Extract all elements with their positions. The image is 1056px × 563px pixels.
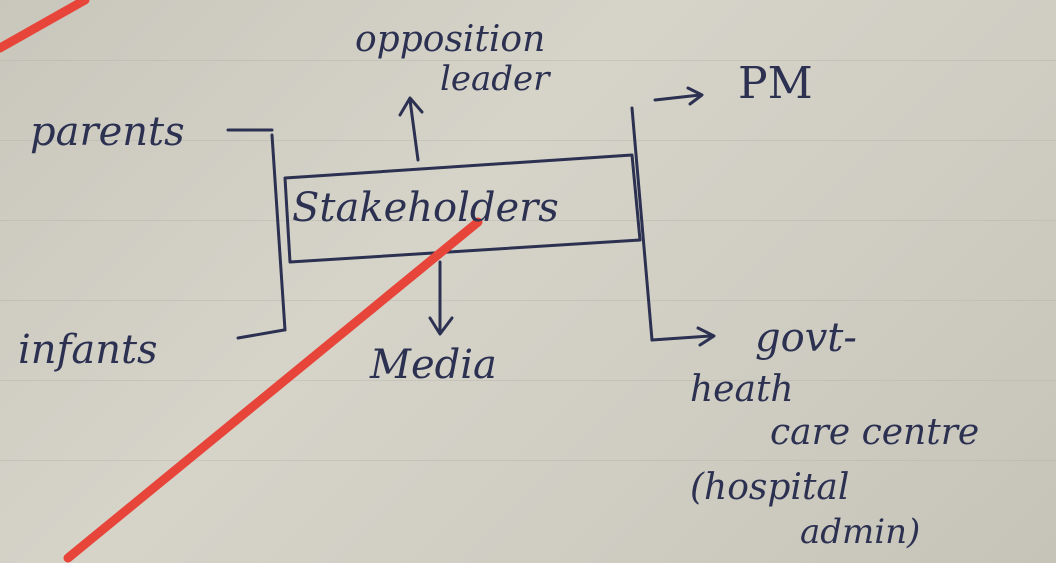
media-label: Media — [370, 342, 497, 388]
hospital-label: (hospital — [690, 467, 850, 508]
govt-arrow-head — [696, 326, 716, 347]
pm-label: PM — [738, 58, 813, 109]
ruled-line — [0, 220, 1056, 221]
admin-label: admin) — [800, 512, 921, 552]
stakeholders-label: Stakeholders — [292, 185, 559, 231]
strike-line-diagonal — [63, 217, 483, 563]
heath-label: heath — [690, 369, 794, 410]
pm-arrow-head — [686, 86, 704, 106]
ruled-line — [0, 60, 1056, 61]
infants-label: infants — [18, 327, 158, 373]
care-centre-label: care centre — [770, 412, 980, 453]
left-bracket-line — [270, 133, 287, 332]
ruled-line — [0, 460, 1056, 461]
up-arrow-line — [408, 98, 420, 162]
strike-line-top — [0, 0, 90, 53]
ruled-line — [0, 300, 1056, 301]
opposition-label-line2: leader — [440, 59, 550, 99]
ruled-line — [0, 140, 1056, 141]
pm-arrow-line — [653, 93, 702, 102]
down-arrow-head — [428, 316, 454, 336]
right-bracket-line — [630, 106, 654, 342]
parents-label: parents — [30, 109, 185, 155]
stakeholders-box — [283, 153, 642, 264]
govt-label: govt- — [755, 315, 857, 361]
infants-connector — [236, 328, 286, 340]
ruled-line — [0, 380, 1056, 381]
up-arrow-head — [398, 96, 424, 117]
govt-arrow-line — [650, 334, 712, 342]
opposition-label-line1: opposition — [355, 19, 546, 60]
